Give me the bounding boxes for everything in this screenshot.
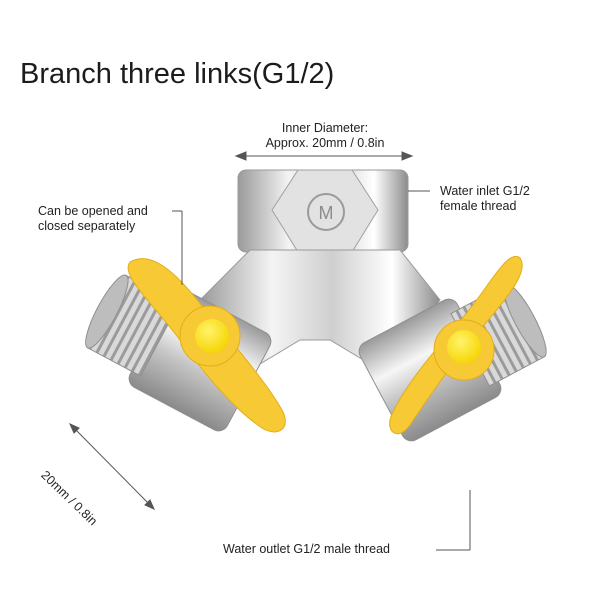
inner-diameter-line2: Approx. 20mm / 0.8in [265,136,385,150]
page-title: Branch three links(G1/2) [20,58,335,90]
inlet-line2: female thread [440,199,517,213]
inner-diameter-line1: Inner Diameter: [281,121,369,135]
left-handle [127,258,286,433]
right-handle [389,255,523,435]
open-line2: closed separately [38,219,136,233]
outlet-label: Water outlet G1/2 male thread [223,542,390,556]
inlet-line1: Water inlet G1/2 [440,184,530,198]
brand-logo-icon: M [319,203,334,223]
left-knob-icon [195,319,229,353]
inlet-body: M [237,169,409,253]
open-close-label: Can be opened and closed separately [38,204,148,234]
right-knob-icon [447,330,481,364]
annotation-lines [69,151,471,551]
inlet-label: Water inlet G1/2 female thread [440,184,530,214]
inner-diameter-label: Inner Diameter: Approx. 20mm / 0.8in [240,121,410,151]
open-line1: Can be opened and [38,204,148,218]
